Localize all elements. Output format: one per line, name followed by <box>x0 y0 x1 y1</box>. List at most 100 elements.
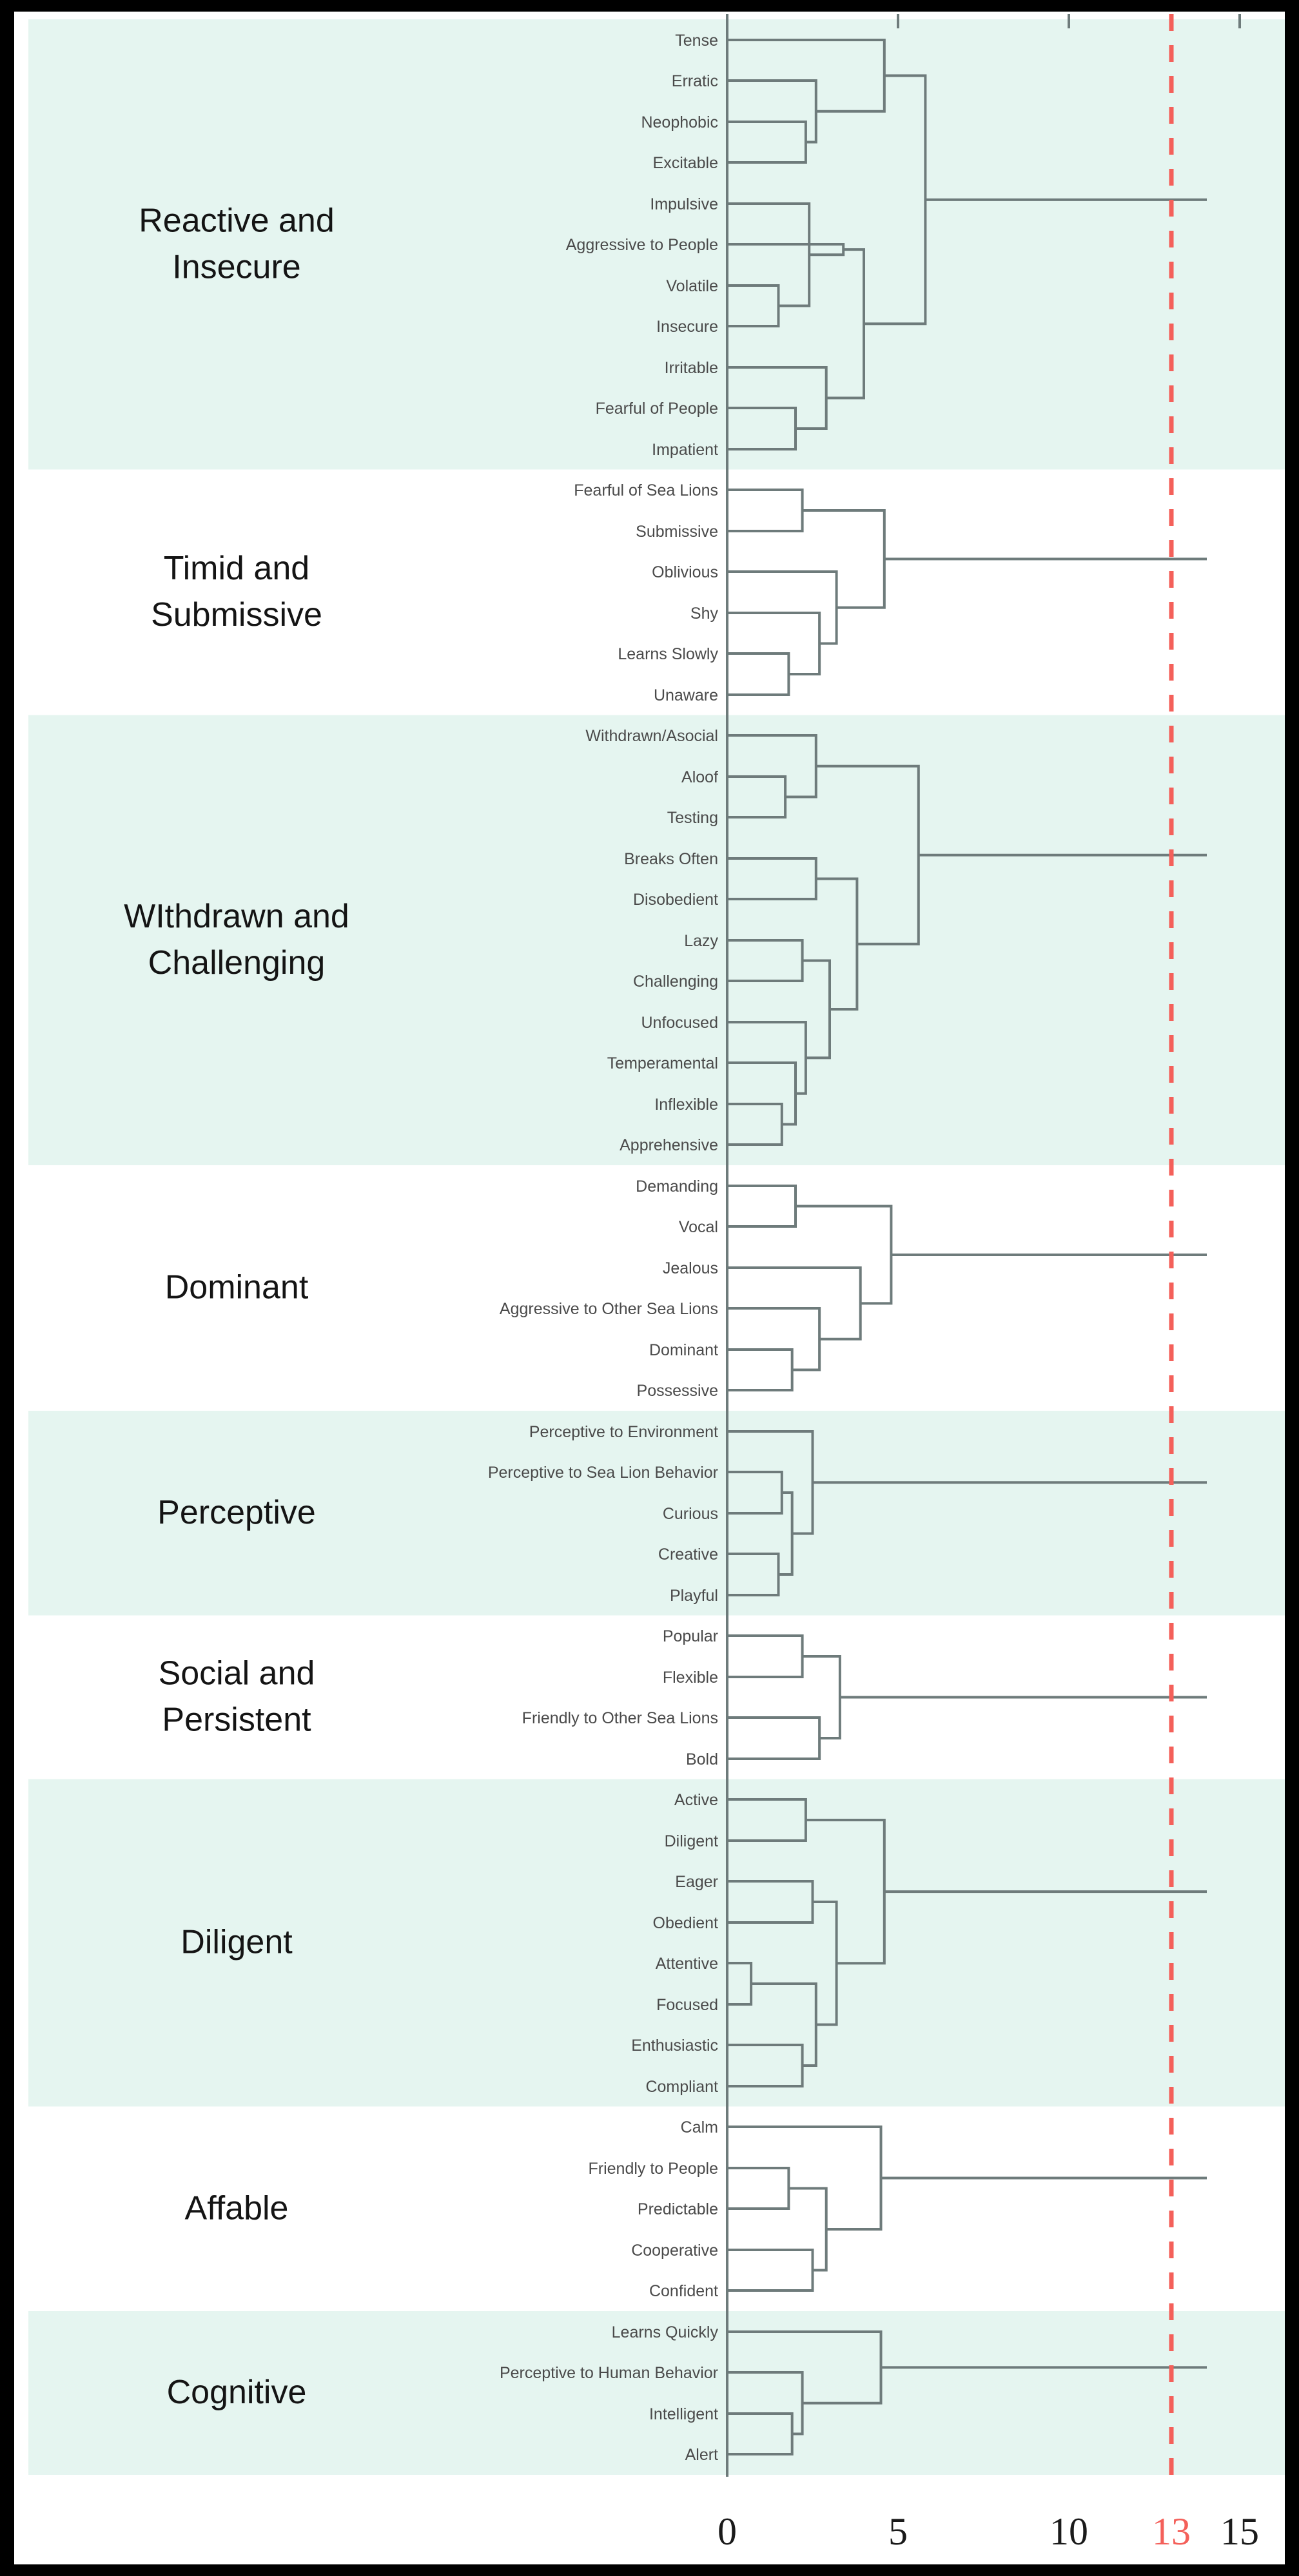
x-axis: 0 5 10 13 15 <box>718 14 1259 2553</box>
leaf-label: Aloof <box>681 768 718 786</box>
leaf-label: Oblivious <box>652 563 718 581</box>
dendrogram-link <box>727 1634 804 1678</box>
dendrogram-link <box>727 1348 794 1391</box>
leaf-label: Impulsive <box>650 195 718 213</box>
leaf-label: Possessive <box>637 1382 718 1400</box>
leaf-labels: TenseErraticNeophobicExcitableImpulsiveA… <box>488 32 719 2464</box>
leaf-label: Playful <box>670 1587 718 1605</box>
leaf-label: Unaware <box>654 686 718 704</box>
leaf-label: Insecure <box>656 318 718 336</box>
leaf-label: Inflexible <box>654 1096 718 1114</box>
leaf-label: Tense <box>675 32 718 50</box>
leaf-label: Friendly to Other Sea Lions <box>522 1709 718 1727</box>
leaf-label: Active <box>674 1791 718 1809</box>
leaf-label: Predictable <box>638 2200 718 2218</box>
dendrogram-link <box>727 2126 883 2231</box>
leaf-label: Focused <box>656 1996 718 2014</box>
leaf-label: Jealous <box>663 1259 718 1277</box>
leaf-label: Eager <box>675 1873 718 1891</box>
dendrogram-link <box>802 1655 841 1739</box>
dendrogram-link <box>796 1205 893 1305</box>
cluster-band-5 <box>28 1411 1285 1616</box>
leaf-label: Vocal <box>679 1218 718 1236</box>
cluster-name-7: Diligent <box>181 1924 293 1961</box>
axis-tick-label-15: 15 <box>1220 2510 1259 2553</box>
dendrogram-links <box>727 39 1207 2455</box>
leaf-label: Perceptive to Human Behavior <box>500 2364 718 2382</box>
dendrogram-link <box>727 2167 790 2210</box>
leaf-label: Bold <box>686 1750 718 1768</box>
dendrogram-link <box>788 2187 828 2272</box>
leaf-label: Shy <box>690 605 719 623</box>
leaf-label: Cooperative <box>631 2242 718 2260</box>
cluster-bands <box>28 19 1285 2475</box>
axis-tick-label-13: 13 <box>1152 2510 1191 2553</box>
cluster-name-2: Submissive <box>151 596 322 634</box>
leaf-label: Obedient <box>653 1914 719 1932</box>
cluster-band-3 <box>28 715 1285 1165</box>
leaf-label: Aggressive to People <box>566 236 718 254</box>
leaf-label: Apprehensive <box>620 1136 718 1154</box>
leaf-label: Neophobic <box>641 113 718 131</box>
leaf-label: Volatile <box>666 277 718 295</box>
leaf-label: Demanding <box>636 1177 718 1196</box>
leaf-label: Attentive <box>656 1955 718 1973</box>
leaf-label: Perceptive to Environment <box>529 1423 718 1441</box>
leaf-label: Withdrawn/Asocial <box>585 727 718 745</box>
cluster-band-9 <box>28 2311 1285 2475</box>
cluster-band-1 <box>28 19 1285 470</box>
leaf-label: Challenging <box>633 973 718 991</box>
leaf-label: Testing <box>667 809 718 827</box>
dendrogram-link <box>727 1716 821 1760</box>
dendrogram-link <box>727 1307 821 1371</box>
cluster-name-5: Perceptive <box>157 1494 316 1531</box>
leaf-label: Learns Slowly <box>618 645 718 663</box>
cluster-name-9: Cognitive <box>167 2374 307 2411</box>
axis-tick-label-5: 5 <box>888 2510 908 2553</box>
leaf-label: Breaks Often <box>624 850 718 868</box>
dendrogram-link <box>727 1185 797 1228</box>
dendrogram-link <box>802 509 886 609</box>
leaf-label: Creative <box>658 1545 718 1564</box>
axis-tick-label-10: 10 <box>1050 2510 1088 2553</box>
cluster-name-1: Insecure <box>172 248 300 286</box>
leaf-label: Enthusiastic <box>631 2037 718 2055</box>
cluster-name-6: Persistent <box>162 1701 311 1739</box>
leaf-label: Popular <box>663 1627 718 1645</box>
cluster-name-1: Reactive and <box>139 202 335 239</box>
leaf-label: Impatient <box>652 441 718 459</box>
dendrogram-link <box>727 612 821 675</box>
leaf-label: Erratic <box>672 72 718 90</box>
leaf-label: Calm <box>681 2118 718 2136</box>
dendrogram-link <box>727 652 790 696</box>
leaf-label: Fearful of Sea Lions <box>574 481 718 499</box>
axis-tick-label-0: 0 <box>718 2510 737 2553</box>
cluster-name-6: Social and <box>159 1655 315 1692</box>
leaf-label: Flexible <box>663 1669 718 1687</box>
leaf-label: Dominant <box>649 1341 718 1359</box>
leaf-label: Learns Quickly <box>612 2323 719 2341</box>
leaf-label: Irritable <box>665 359 718 377</box>
leaf-label: Excitable <box>653 154 718 172</box>
axis-row-background <box>14 2477 1285 2564</box>
leaf-label: Aggressive to Other Sea Lions <box>500 1300 718 1318</box>
leaf-label: Compliant <box>645 2078 718 2096</box>
cluster-name-3: Challenging <box>148 944 326 982</box>
leaf-label: Submissive <box>636 523 718 541</box>
dendrogram-link <box>727 2249 814 2292</box>
leaf-label: Friendly to People <box>588 2160 718 2178</box>
leaf-label: Diligent <box>665 1832 718 1850</box>
cluster-name-4: Dominant <box>165 1269 309 1306</box>
leaf-label: Perceptive to Sea Lion Behavior <box>488 1464 718 1482</box>
leaf-label: Curious <box>663 1505 718 1523</box>
dendrogram-link <box>727 1266 862 1341</box>
leaf-label: Confident <box>649 2282 718 2300</box>
leaf-label: Alert <box>685 2446 718 2464</box>
cluster-name-8: Affable <box>185 2189 289 2227</box>
leaf-label: Disobedient <box>633 891 718 909</box>
cluster-band-7 <box>28 1779 1285 2107</box>
leaf-label: Unfocused <box>641 1014 718 1032</box>
